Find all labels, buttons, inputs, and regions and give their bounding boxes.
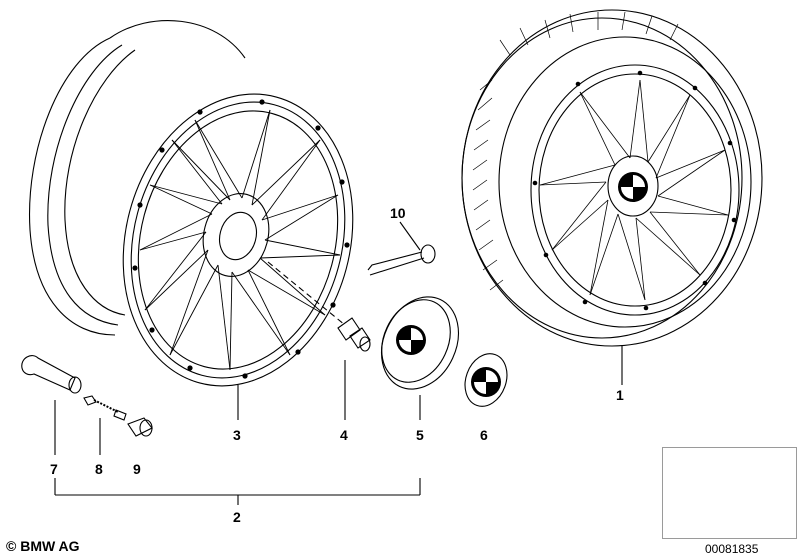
callout-1: 1	[616, 387, 624, 403]
bmw-emblem	[464, 353, 508, 407]
leader-lines	[54, 345, 623, 505]
callout-5: 5	[416, 427, 424, 443]
callout-3: 3	[233, 427, 241, 443]
valve-cap	[127, 417, 153, 437]
rim-left	[28, 20, 354, 387]
hub-cap	[381, 296, 459, 420]
bmw-roundel-hubcap	[396, 325, 426, 355]
callout-2: 2	[233, 509, 241, 525]
callout-9: 9	[133, 461, 141, 477]
wheel-bolt	[337, 317, 371, 420]
valve-core	[83, 395, 127, 455]
lock-key	[367, 221, 436, 276]
copyright-notice: © BMW AG	[6, 538, 80, 554]
vehicle-thumbnail-frame	[662, 447, 797, 539]
diagram-reference-number: 00081835	[705, 542, 759, 556]
tire-valve	[21, 355, 82, 455]
callout-6: 6	[480, 427, 488, 443]
callout-10: 10	[390, 205, 406, 221]
callout-8: 8	[95, 461, 103, 477]
callout-4: 4	[340, 427, 348, 443]
wheel-complete	[461, 9, 763, 347]
callout-7: 7	[50, 461, 58, 477]
bmw-roundel-wheel	[618, 172, 648, 202]
